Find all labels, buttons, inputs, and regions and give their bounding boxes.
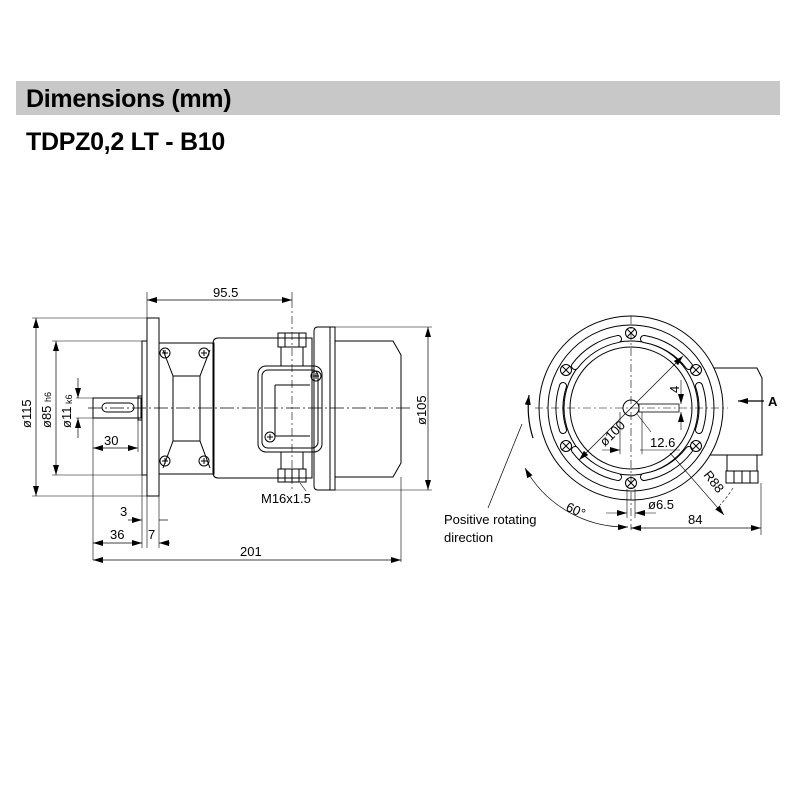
front-view xyxy=(487,315,764,535)
dim-angle: 60° xyxy=(564,499,588,521)
dim-key-width: 4 xyxy=(667,386,682,393)
model-title: TDPZ0,2 LT - B10 xyxy=(26,128,225,156)
dim-spigot-diameter: ø85 xyxy=(39,406,54,428)
dim-spigot-depth: 3 xyxy=(120,504,127,519)
dim-cable-gland: M16x1.5 xyxy=(261,491,311,506)
dim-connector-offset: 84 xyxy=(688,512,702,527)
side-view xyxy=(32,292,432,563)
dim-shaft-tolerance: k6 xyxy=(64,394,74,404)
rotation-label-line2: direction xyxy=(444,530,493,545)
dim-spigot-tolerance: h6 xyxy=(43,392,53,402)
dim-shaft-offset: 36 xyxy=(110,527,124,542)
page-title: Dimensions (mm) xyxy=(26,85,232,113)
dim-hole-diameter: ø6.5 xyxy=(648,497,674,512)
dim-shaft-diameter: ø11 xyxy=(59,407,74,428)
screw-icon xyxy=(159,347,210,467)
dim-housing-diameter: ø105 xyxy=(414,395,429,425)
dim-flange-diameter: ø115 xyxy=(19,399,34,428)
dim-overall-length: 201 xyxy=(240,544,262,559)
rotation-label-line1: Positive rotating xyxy=(444,512,537,527)
view-marker-a: A xyxy=(768,394,778,409)
dim-radius: R88 xyxy=(701,468,728,496)
dim-95-5: 95.5 xyxy=(213,285,238,300)
dim-flange-thickness: 7 xyxy=(148,527,155,542)
dim-key-offset: 12.6 xyxy=(650,435,675,450)
header-bar xyxy=(16,81,780,115)
dim-shaft-length: 30 xyxy=(104,433,118,448)
